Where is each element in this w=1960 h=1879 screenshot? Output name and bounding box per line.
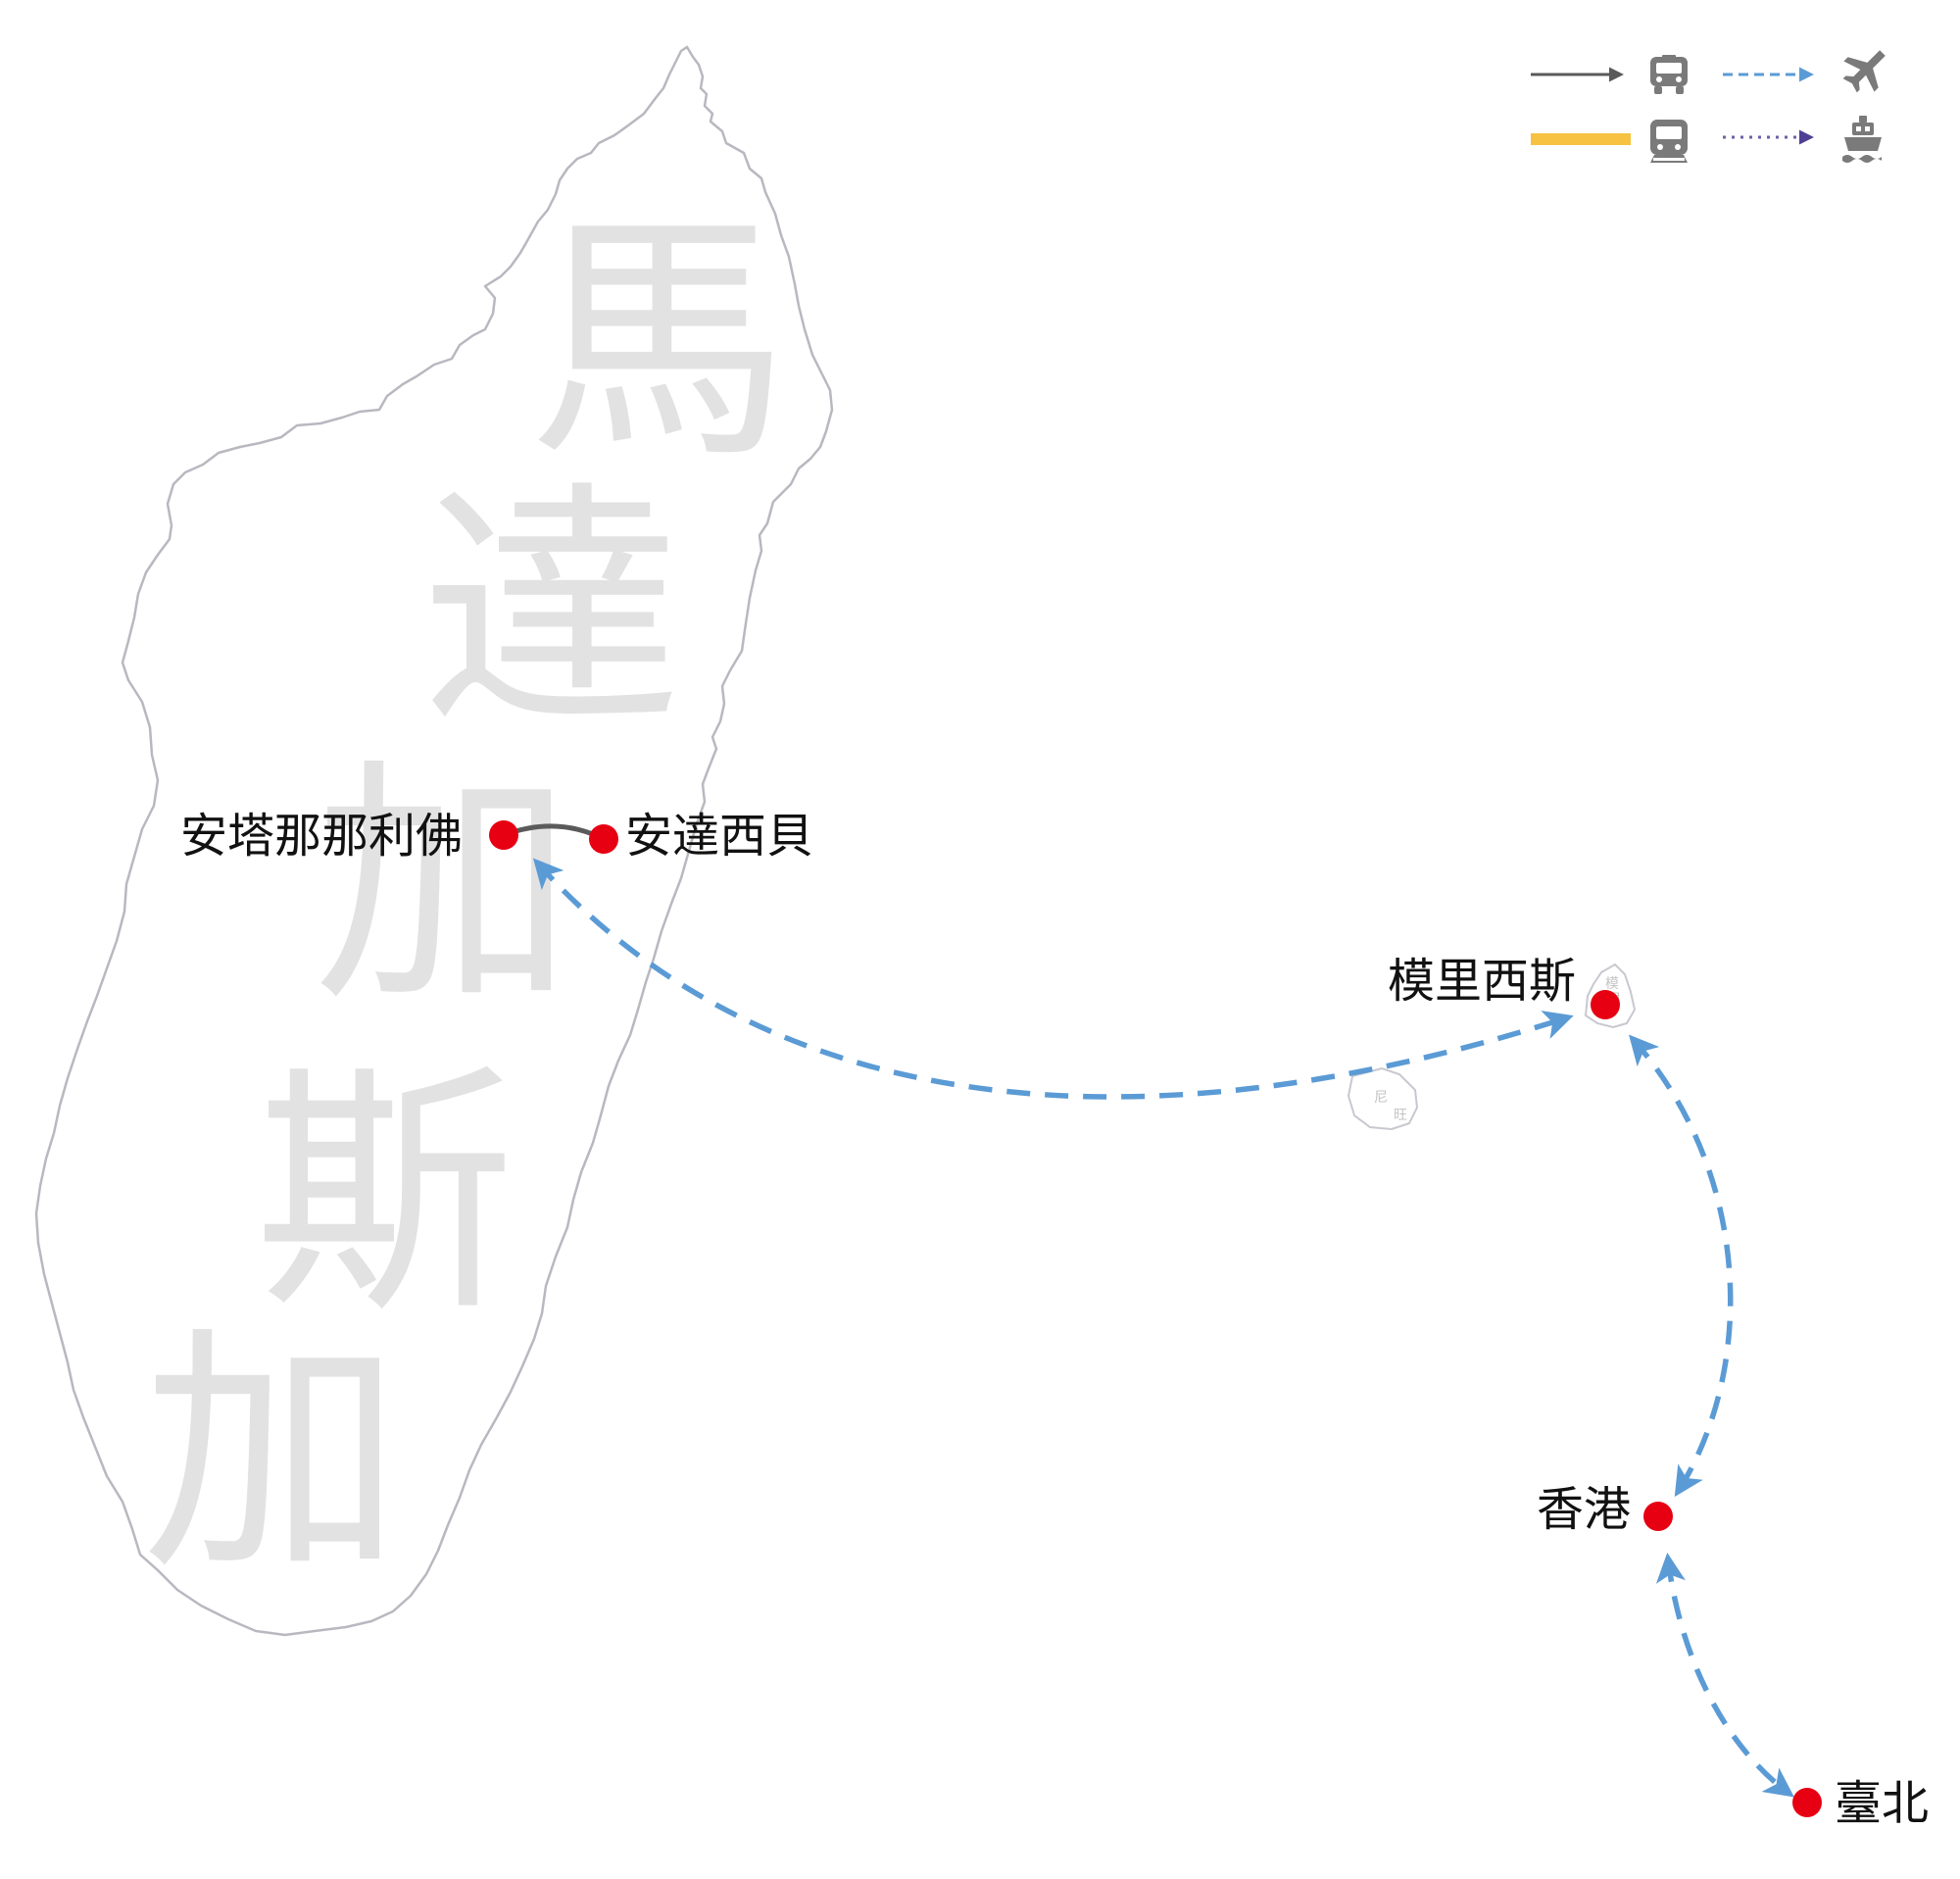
airplane-icon — [1842, 50, 1886, 93]
ship-icon — [1842, 116, 1882, 163]
reunion-label-1: 尼 — [1374, 1090, 1388, 1106]
mauritius-tiny-label-1: 模 — [1605, 976, 1619, 992]
city-label-mauritius: 模里西斯 — [1388, 954, 1576, 1009]
marker-taipei — [1792, 1788, 1822, 1817]
bus-icon — [1650, 55, 1688, 94]
reunion-label-2: 旺 — [1394, 1108, 1407, 1123]
route-flight-hongkong-taipei — [1655, 1552, 1794, 1798]
city-label-antananarivo: 安塔那那利佛 — [180, 809, 463, 864]
train-icon — [1650, 120, 1688, 163]
route-flight-mauritius-hongkong — [1628, 1034, 1734, 1498]
marker-mauritius — [1591, 990, 1620, 1019]
country-label: 馬 達 加 斯 加 — [142, 191, 789, 1606]
marker-antsirabe — [589, 824, 618, 854]
route-flight-antananarivo-mauritius — [532, 858, 1574, 1100]
madagascar-landmass — [34, 45, 834, 1637]
legend — [1531, 50, 1886, 163]
country-label-char-3: 加 — [314, 735, 573, 1037]
marker-hongkong — [1643, 1502, 1673, 1531]
city-label-taipei: 臺北 — [1835, 1776, 1929, 1831]
marker-antananarivo — [489, 820, 518, 850]
country-label-char-4: 斯 — [255, 1044, 514, 1346]
country-label-char-2: 達 — [421, 461, 681, 763]
city-label-hongkong: 香港 — [1537, 1482, 1631, 1537]
city-label-antsirabe: 安達西貝 — [625, 809, 813, 864]
country-label-char-5: 加 — [142, 1304, 402, 1606]
reunion-island: 尼 旺 — [1347, 1066, 1419, 1131]
country-label-char-1: 馬 — [529, 191, 789, 493]
